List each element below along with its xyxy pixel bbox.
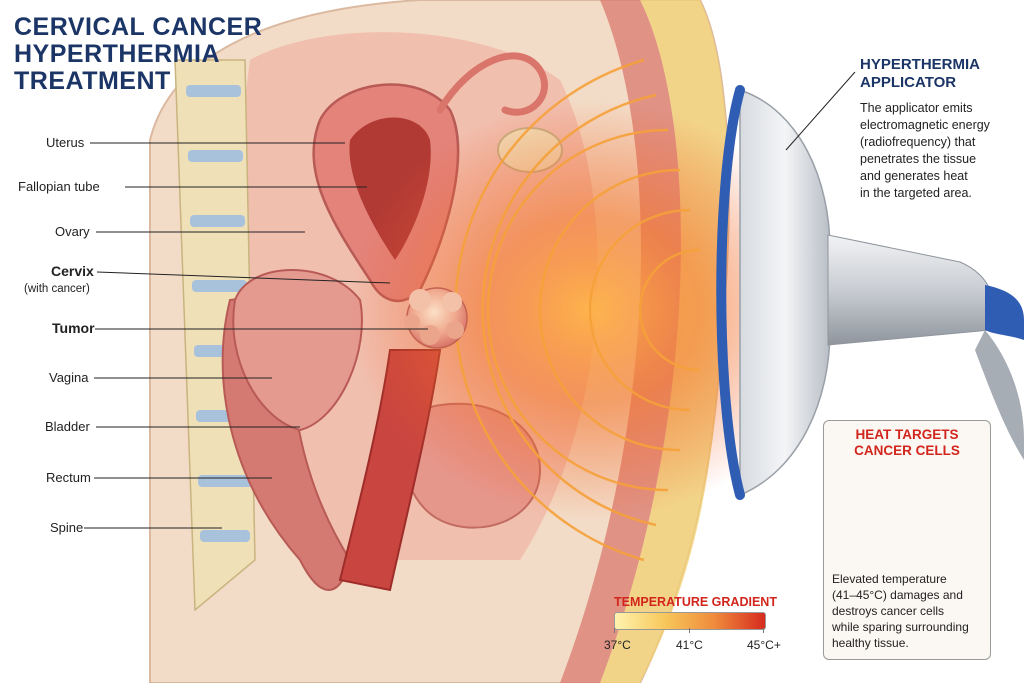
applicator-title: HYPERTHERMIA APPLICATOR (860, 56, 981, 91)
label-vagina: Vagina (49, 370, 89, 385)
label-ovary: Ovary (55, 224, 90, 239)
gradient-tick-mid (689, 628, 690, 633)
applicator-description: The applicator emits electromagnetic ene… (860, 101, 990, 200)
label-uterus: Uterus (46, 135, 85, 150)
label-fallopian-tube: Fallopian tube (18, 179, 100, 194)
gradient-label-high: 45°C+ (747, 638, 781, 652)
applicator-device (716, 85, 1024, 500)
gradient-tick-high (763, 628, 764, 633)
label-cervix: Cervix (51, 263, 94, 279)
gradient-label-low: 37°C (604, 638, 631, 652)
tumor-mass (404, 287, 468, 349)
leader-lines (84, 71, 856, 529)
spine-column (174, 59, 256, 612)
label-bladder: Bladder (45, 419, 90, 434)
heat-card-title: HEAT TARGETS CANCER CELLS (854, 427, 960, 458)
bowel-loop (232, 269, 363, 432)
gradient-tick-low (614, 628, 615, 633)
label-tumor: Tumor (52, 320, 95, 336)
heat-card-description: Elevated temperature (41–45°C) damages a… (832, 572, 969, 650)
label-rectum: Rectum (46, 470, 91, 485)
label-cervix-sub: (with cancer) (24, 283, 90, 295)
gradient-label-mid: 41°C (676, 638, 703, 652)
label-spine: Spine (50, 520, 84, 535)
temperature-gradient-bar (614, 612, 766, 630)
gradient-title: TEMPERATURE GRADIENT (614, 595, 777, 609)
heat-targets-card: HEAT TARGETS CANCER CELLS Elevated tempe… (823, 420, 991, 660)
page-title: CERVICAL CANCER HYPERTHERMIA TREATMENT (14, 13, 263, 95)
